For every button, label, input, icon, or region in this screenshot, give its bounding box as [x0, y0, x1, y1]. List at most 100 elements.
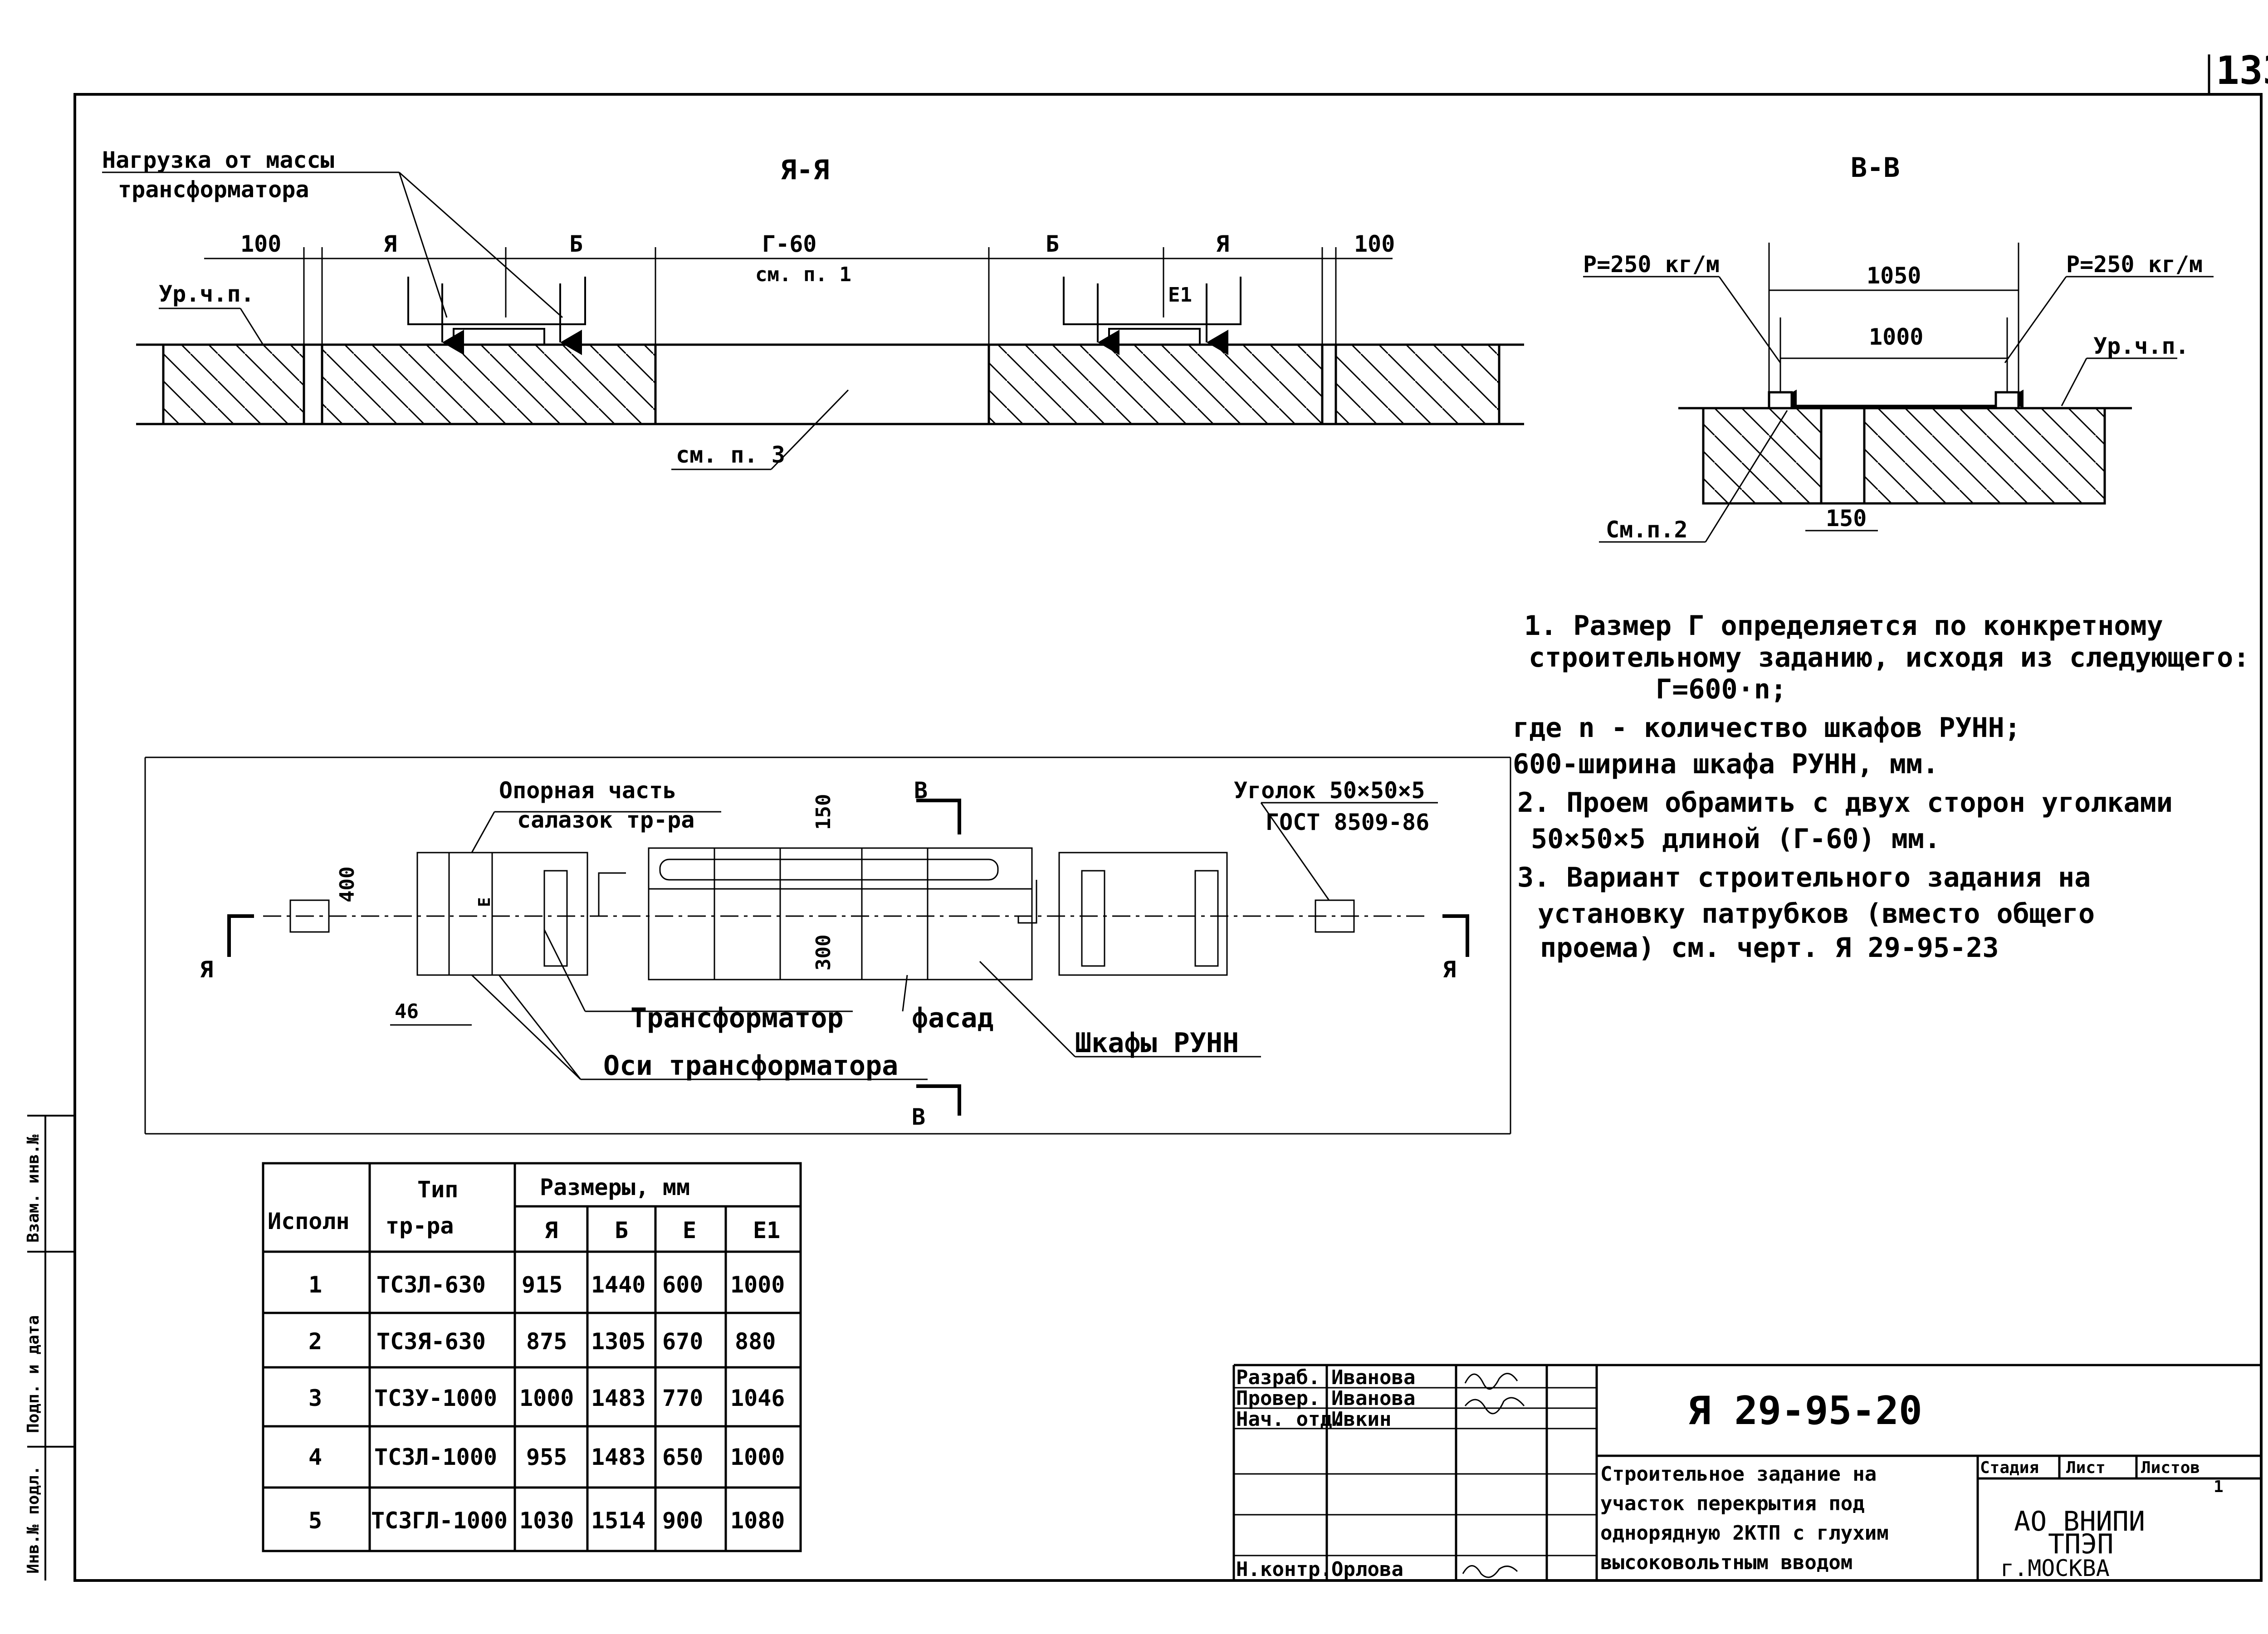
axes-label: Оси трансформатора [603, 1050, 898, 1082]
title-block: Разраб. Иванова Провер. Иванова Нач. отд… [1232, 1364, 2261, 1581]
tb-org-3: г.МОСКВА [2000, 1555, 2110, 1581]
table-header-type-2: тр-ра [386, 1213, 454, 1239]
section-bb: В-В Р=250 кг/м Р=250 кг/м 1050 1000 [1583, 152, 2214, 543]
dim-100-right: 100 [1354, 231, 1395, 257]
section-aa-title: Я-Я [780, 154, 829, 186]
p-left: Р=250 кг/м [1583, 251, 1720, 278]
facade-label: фасад [912, 1002, 994, 1034]
skid-left-aa [407, 277, 586, 355]
dims-aa [204, 247, 1393, 424]
side-stamp [27, 1115, 75, 1580]
cell-n: 4 [308, 1444, 322, 1470]
dim-1050: 1050 [1867, 263, 1921, 289]
cell-b: 1514 [591, 1507, 645, 1534]
section-bb-title: В-В [1851, 152, 1900, 184]
p-right: Р=250 кг/м [2066, 251, 2203, 278]
dim-a-left: Я [383, 231, 397, 257]
cell-b: 1440 [591, 1272, 645, 1298]
cell-e1: 1000 [730, 1444, 785, 1470]
cell-a: 875 [526, 1328, 567, 1355]
side-stamp-text-1: Инв.№ подл. [24, 1466, 43, 1574]
dim-b-right: Б [1046, 231, 1059, 257]
tb-name-checked: Иванова [1331, 1387, 1415, 1410]
tb-sheets-value: 1 [2214, 1478, 2224, 1496]
slab-aa [136, 343, 1524, 425]
table-row: 5 ТСЗГЛ-1000 1030 1514 900 1080 [308, 1507, 785, 1534]
dim-46-plan: 46 [395, 1000, 419, 1023]
note-line-1: 1. Размер Г определяется по конкретному [1524, 610, 2163, 642]
sheet-frame [73, 54, 2263, 1582]
cell-type: ТСЗУ-1000 [374, 1385, 497, 1411]
table-header-type-1: Тип [417, 1176, 458, 1203]
cell-n: 5 [308, 1507, 322, 1534]
table-row: 1 ТСЗЛ-630 915 1440 600 1000 [308, 1272, 785, 1298]
cell-e1: 1046 [730, 1385, 785, 1411]
cell-e1: 1080 [730, 1507, 785, 1534]
tb-desc-2: участок перекрытия под [1600, 1492, 1865, 1515]
transformer-label: Трансформатор [631, 1002, 844, 1034]
tb-role-norm: Н.контр. [1236, 1558, 1332, 1581]
dim-b-left: Б [569, 231, 583, 257]
note-line-7: 50×50×5 длиной (Г-60) мм. [1531, 823, 1941, 855]
side-stamp-text-2: Подп. и дата [24, 1315, 43, 1433]
tb-desc-3: однорядную 2КТП с глухим [1600, 1522, 1889, 1545]
dim-e-plan: Е [475, 897, 494, 907]
cell-e: 600 [662, 1272, 703, 1298]
slab-bb [1678, 391, 2132, 505]
tb-doc-code: Я 29-95-20 [1687, 1388, 1922, 1434]
table-header-exec: Исполн [268, 1208, 350, 1234]
cell-type: ТСЗЛ-630 [376, 1272, 486, 1298]
note-line-10: проема) см. черт. Я 29-95-23 [1540, 932, 1999, 964]
section-mark-a-right: Я [1442, 956, 1456, 983]
floor-level-bb: Ур.ч.п. [2093, 333, 2189, 359]
tb-name-developed: Иванова [1331, 1366, 1415, 1389]
dim-1000: 1000 [1869, 324, 1923, 350]
support-label-2: салазок тр-ра [517, 807, 694, 833]
cell-type: ТСЗГЛ-1000 [371, 1507, 508, 1534]
tb-role-head: Нач. отд. [1236, 1408, 1344, 1431]
cell-e1: 880 [735, 1328, 776, 1355]
cell-e1: 1000 [730, 1272, 785, 1298]
dim-300-plan: 300 [812, 935, 835, 971]
tb-role-developed: Разраб. [1236, 1366, 1320, 1389]
tb-desc-4: высоковольтным вводом [1600, 1551, 1853, 1574]
dim-400-plan: 400 [336, 867, 359, 902]
load-label-line1: Нагрузка от массы [102, 147, 334, 173]
sheet-number: 133 [2216, 48, 2268, 93]
see-p1: см. п. 1 [755, 263, 851, 286]
skid-right-aa [1063, 277, 1242, 355]
cell-a: 1000 [519, 1385, 574, 1411]
tb-org-2: ТПЭП [2048, 1528, 2114, 1560]
tb-org-1: АО ВНИПИ [2014, 1506, 2145, 1537]
cell-e: 650 [662, 1444, 703, 1470]
table-row: 4 ТСЗЛ-1000 955 1483 650 1000 [308, 1444, 785, 1470]
cell-e: 670 [662, 1328, 703, 1355]
tb-role-checked: Провер. [1236, 1387, 1320, 1410]
floor-level-aa: Ур.ч.п. [159, 281, 254, 307]
cell-a: 955 [526, 1444, 567, 1470]
tb-name-norm: Орлова [1331, 1558, 1403, 1581]
see-p2: См.п.2 [1606, 517, 1688, 543]
cell-e: 900 [662, 1507, 703, 1534]
table-sub-e1: Е1 [753, 1217, 780, 1244]
note-line-3: Г=600·n; [1656, 673, 1787, 705]
angle-label-1: Уголок 50×50×5 [1234, 777, 1425, 804]
dim-e1: Е1 [1168, 283, 1192, 307]
cell-a: 1030 [519, 1507, 574, 1534]
sizes-table: Исполн Тип тр-ра Размеры, мм Я Б Е Е1 1 … [262, 1162, 802, 1552]
dim-a-right: Я [1216, 231, 1229, 257]
load-label-line2: трансформатора [118, 176, 309, 203]
note-line-5: 600-ширина шкафа РУНН, мм. [1513, 748, 1939, 780]
table-row: 2 ТСЗЯ-630 875 1305 670 880 [308, 1328, 776, 1355]
side-stamp-text-3: Взам. инв.№ [24, 1134, 43, 1243]
tb-sheet-header: Лист [2066, 1458, 2106, 1477]
cell-type: ТСЗЛ-1000 [374, 1444, 497, 1470]
dim-150-plan: 150 [812, 794, 835, 830]
plan-view: Опорная часть салазок тр-ра 150 300 400 … [144, 756, 1511, 1135]
table-row: 3 ТСЗУ-1000 1000 1483 770 1046 [308, 1385, 785, 1411]
tb-sheets-header: Листов [2141, 1458, 2200, 1477]
signature-3 [1462, 1565, 1518, 1578]
table-sub-b: Б [615, 1217, 628, 1244]
cell-b: 1305 [591, 1328, 645, 1355]
signature-1 [1464, 1373, 1518, 1390]
